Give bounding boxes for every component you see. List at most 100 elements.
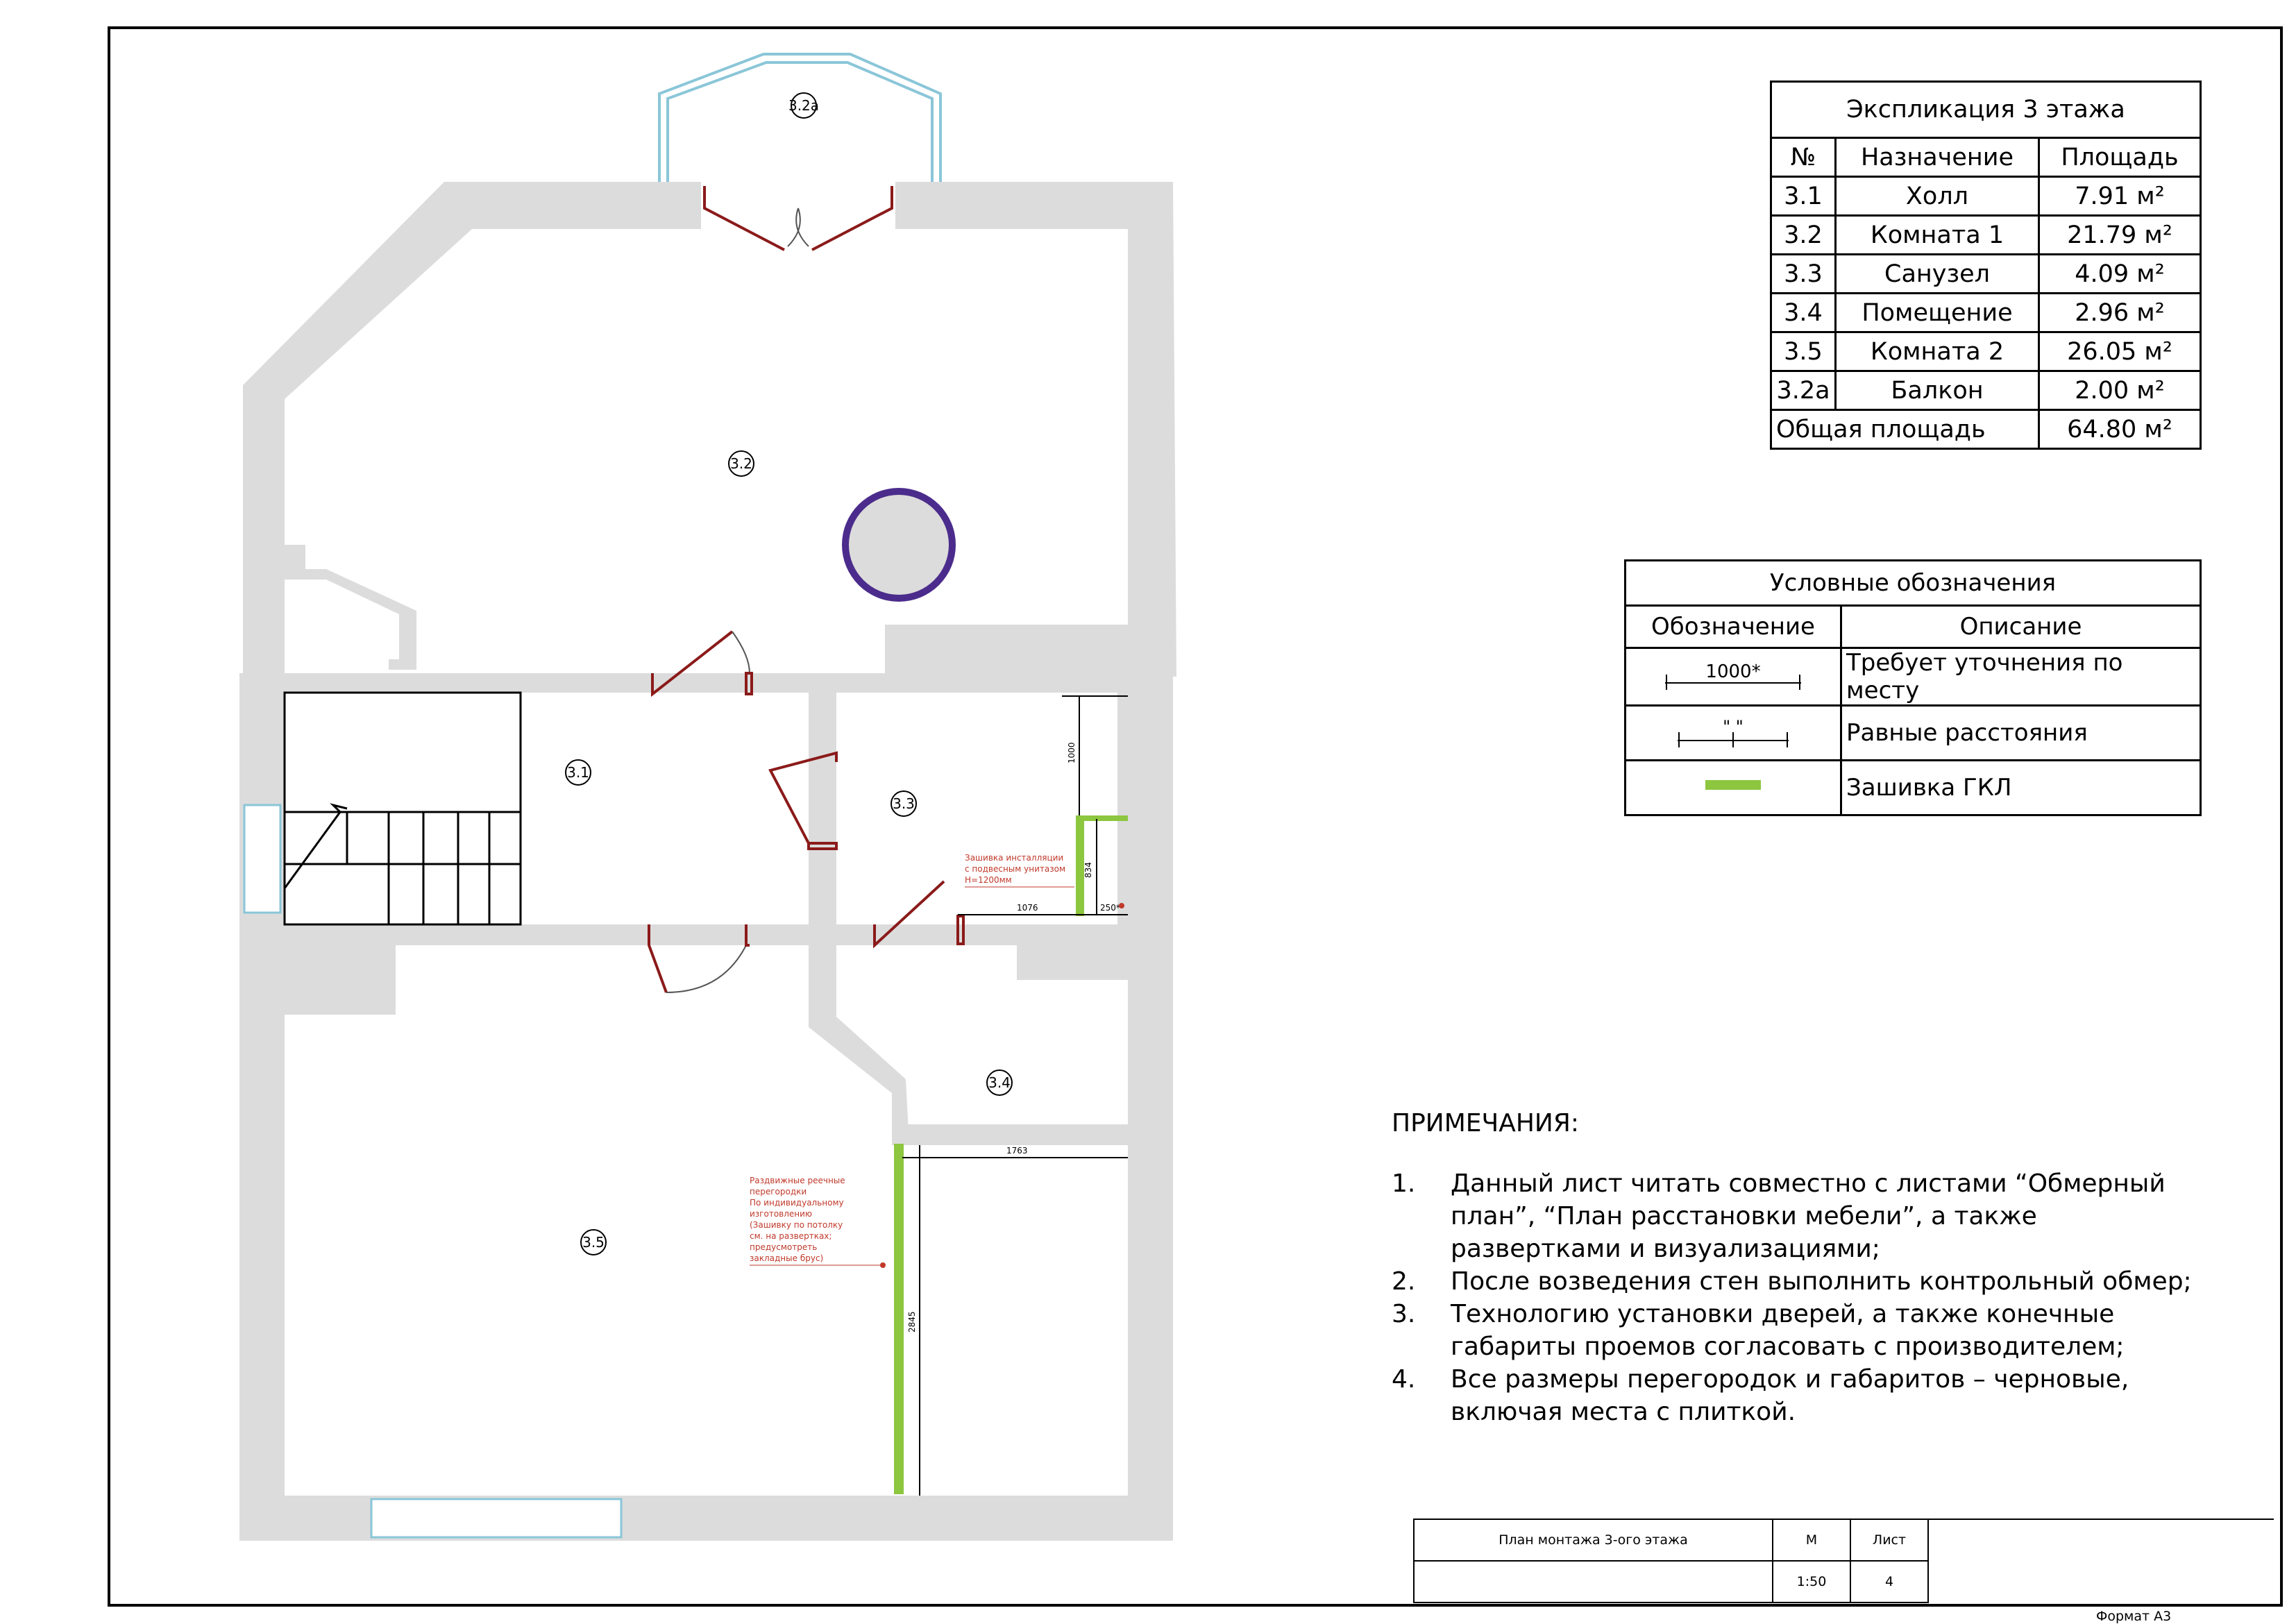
gkl-wall-3-3: [1076, 819, 1084, 916]
table-row: 3.1 Холл 7.91 м²: [1770, 176, 2202, 217]
cell-area: 2.00 м²: [2038, 370, 2202, 411]
stamp-scale-value: 1:50: [1772, 1560, 1851, 1603]
cell-num: 3.1: [1770, 176, 1837, 217]
wall-interior-upper: [239, 673, 1173, 693]
note-text: Данный лист читать совместно с листами “…: [1451, 1169, 2166, 1263]
legend-desc: Равные расстояния: [1840, 704, 2202, 761]
legend-desc: Требует уточнения по месту: [1840, 647, 2202, 707]
gkl-wall-3-3-top: [1076, 815, 1128, 821]
table-row: 3.5 Комната 2 26.05 м²: [1770, 331, 2202, 372]
legend-desc: Зашивка ГКЛ: [1840, 759, 2202, 816]
round-column: [842, 488, 956, 602]
legend-row: Зашивка ГКЛ: [1624, 759, 2202, 816]
note-item: 1. Данный лист читать совместно с листами…: [1392, 1167, 2197, 1265]
stairs-outline: [283, 691, 522, 926]
wall-left-lower: [239, 944, 285, 1541]
door-jamb: [807, 842, 838, 850]
annotation-partition-4: изготовлению: [750, 1209, 812, 1219]
col-header-area: Площадь: [2038, 137, 2202, 178]
door-balcony-swing-2: [795, 208, 809, 247]
equal-symbol-text: " ": [1723, 717, 1744, 736]
annotation-marker: [880, 1262, 886, 1268]
legend-symbol-equal: " ": [1624, 704, 1842, 761]
door-balcony-swing: [787, 208, 801, 247]
wall-small-room-bottom: [892, 1124, 1128, 1145]
cell-name: Помещение: [1834, 292, 2040, 333]
legend-title: Условные обозначения: [1624, 559, 2202, 607]
note-text: Технологию установки дверей, а также кон…: [1451, 1300, 2125, 1361]
equal-distance-icon: " ": [1678, 717, 1789, 747]
wall-box-right-2: [1117, 693, 1128, 924]
cell-num: 3.3: [1770, 253, 1837, 294]
note-number: 3.: [1392, 1300, 1416, 1328]
door-hall-room2-swing: [666, 945, 747, 993]
wall-top-left-diagonal: [243, 182, 701, 673]
gkl-swatch-icon: [1705, 780, 1761, 790]
table-row: 3.3 Санузел 4.09 м²: [1770, 253, 2202, 294]
annotation-partition-7: предусмотреть: [750, 1242, 817, 1252]
room-markers: 3.2а 3.2 3.1 3.3 3.4 3.5: [565, 92, 1013, 1255]
wall-small-room-diag: [809, 945, 909, 1145]
cell-area: 21.79 м²: [2038, 214, 2202, 255]
annotations: Зашивка инсталляции с подвесным унитазом…: [750, 853, 1124, 1268]
note-number: 4.: [1392, 1365, 1416, 1394]
legend-header-desc: Описание: [1840, 604, 2202, 649]
annotation-partition-5: (Зашивку по потолку: [750, 1220, 843, 1230]
table-row: 3.2а Балкон 2.00 м²: [1770, 370, 2202, 411]
wall-right-lower: [1128, 979, 1173, 1541]
explication-title: Экспликация 3 этажа: [1770, 81, 2202, 139]
room-label-3-2: 3.2: [730, 455, 752, 472]
table-row: 3.2 Комната 1 21.79 м²: [1770, 214, 2202, 255]
note-item: 2. После возведения стен выполнить контро…: [1392, 1265, 2197, 1298]
balcony-outline: [658, 53, 942, 182]
sheet-frame: [108, 26, 2283, 1607]
cell-name: Санузел: [1834, 253, 2040, 294]
door-jamb: [956, 915, 965, 945]
annotation-partition-8: закладные брус): [750, 1253, 823, 1263]
window-left: [243, 804, 282, 914]
cell-name: Комната 2: [1834, 331, 2040, 372]
stamp-scale-label: М: [1772, 1519, 1851, 1562]
wall-bath-left: [809, 693, 836, 924]
door-room2-leaf: [745, 924, 750, 947]
door-small-room: [873, 880, 945, 949]
notes-title: ПРИМЕЧАНИЯ:: [1392, 1109, 1579, 1137]
total-label: Общая площадь: [1770, 409, 2040, 450]
note-number: 2.: [1392, 1267, 1416, 1296]
cell-area: 7.91 м²: [2038, 176, 2202, 217]
stamp-title: План монтажа 3-ого этажа: [1413, 1519, 1773, 1562]
note-item: 3. Технологию установки дверей, а также к…: [1392, 1298, 2197, 1363]
wall-top-right: [895, 182, 1173, 229]
wall-box-lower-left: [285, 945, 396, 1015]
door-hall-room1: [651, 630, 734, 697]
door-balcony-right: [811, 186, 893, 251]
stair-arrow: [283, 803, 348, 889]
note-item: 4.Все размеры перегородок и габаритов – …: [1392, 1363, 2197, 1428]
title-block: План монтажа 3-ого этажа М Лист 1:50 4: [1413, 1519, 2274, 1603]
dim-2845: 2845: [907, 1311, 917, 1333]
door-hall-room1-swing: [732, 631, 750, 674]
balcony-bay: [658, 53, 942, 182]
note-text: После возведения стен выполнить контроль…: [1451, 1267, 2192, 1296]
wall-niche-right: [885, 625, 1128, 673]
dim-250: 250*: [1100, 903, 1120, 913]
room-label-3-2a: 3.2а: [788, 97, 819, 114]
table-row-total: Общая площадь 64.80 м²: [1770, 409, 2202, 450]
annotation-partition-1: Раздвижные реечные: [750, 1176, 845, 1185]
wall-niche-left: [285, 545, 416, 670]
annotation-install-3: Н=1200мм: [965, 875, 1012, 885]
notes-list: 1. Данный лист читать совместно с листами…: [1392, 1167, 2197, 1428]
gkl-wall-3-5: [894, 1144, 904, 1494]
doors: [648, 186, 965, 993]
dimension-symbol-text: 1000*: [1705, 661, 1760, 682]
note-number: 1.: [1392, 1169, 1416, 1198]
notes-block: ПРИМЕЧАНИЯ: 1. Данный лист читать совмест…: [1392, 1107, 2197, 1428]
balcony-outline-inner: [666, 61, 934, 182]
annotation-install-1: Зашивка инсталляции: [965, 853, 1063, 863]
cell-name: Балкон: [1834, 370, 2040, 411]
dimension-symbol-icon: 1000*: [1665, 661, 1801, 690]
stairs: [283, 691, 522, 926]
window-bottom: [370, 1498, 623, 1539]
cell-name: Комната 1: [1834, 214, 2040, 255]
legend-symbol-gkl: [1624, 759, 1842, 816]
